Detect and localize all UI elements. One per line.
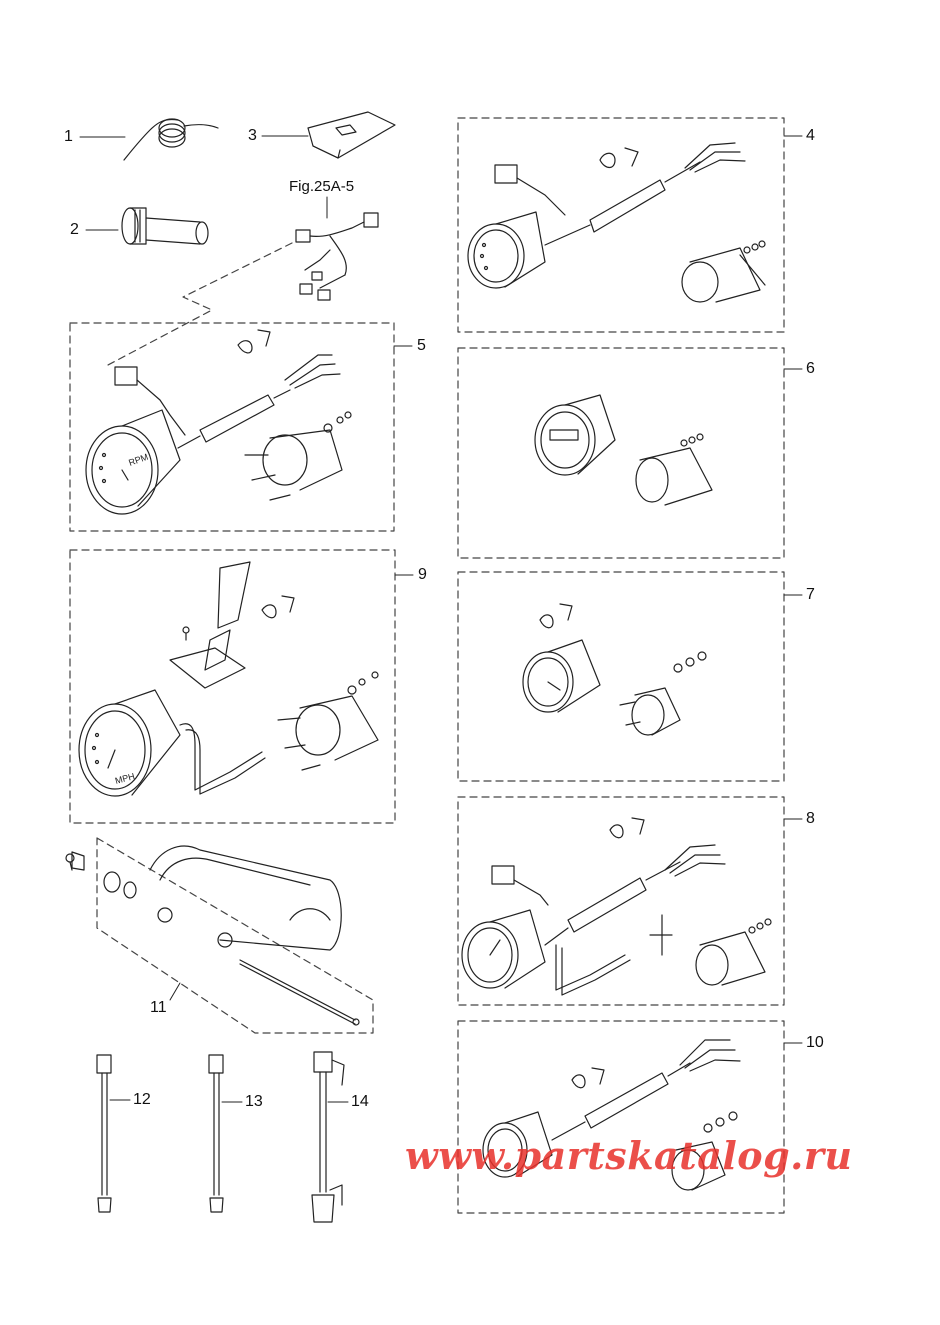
gauge-5-rpm-mark: RPM: [127, 452, 149, 468]
callout-8: 8: [806, 810, 815, 827]
gauge-assembly-6: [534, 394, 713, 506]
callout-14: 14: [351, 1093, 369, 1110]
group-box-5: [69, 322, 395, 532]
leader-lines: [79, 135, 803, 1103]
watermark: www.partskatalog.ru: [405, 1133, 853, 1178]
callout-13: 13: [245, 1093, 263, 1110]
callout-10: 10: [806, 1034, 824, 1051]
figure-reference: Fig.25A-5: [289, 178, 355, 195]
callout-12: 12: [133, 1091, 151, 1108]
guide-line: [107, 242, 293, 366]
gauge-assembly-9: [78, 561, 379, 797]
group-box-6: [457, 347, 785, 559]
lead-14: [311, 1051, 345, 1223]
gauge-assembly-8: [461, 817, 772, 996]
callout-4: 4: [806, 127, 815, 144]
callout-1: 1: [64, 128, 73, 145]
group-box-8: [457, 796, 785, 1006]
callout-2: 2: [70, 221, 79, 238]
group-box-10: [457, 1020, 785, 1214]
group-box-7: [457, 571, 785, 782]
gauge-assembly-10: [482, 1039, 741, 1191]
lead-12: [96, 1054, 112, 1213]
gauge-assembly-4: [467, 142, 766, 303]
gauge-assembly-5: [85, 329, 352, 515]
mounting-kit-11: [65, 845, 360, 1026]
callout-9: 9: [418, 566, 427, 583]
callout-11: 11: [150, 999, 167, 1016]
callout-3: 3: [248, 127, 257, 144]
group-box-9: [69, 549, 396, 824]
sub-harness: [295, 212, 379, 301]
callout-7: 7: [806, 586, 815, 603]
gauge-assembly-7: [522, 603, 707, 736]
group-box-11: [96, 837, 374, 1034]
group-box-4: [457, 117, 785, 333]
callout-5: 5: [417, 337, 426, 354]
callout-6: 6: [806, 360, 815, 377]
cover-pouch: [307, 111, 396, 159]
grommet: [121, 207, 209, 245]
gauge-9-mph-mark: MPH: [114, 771, 136, 786]
lead-13: [208, 1054, 224, 1213]
wire-coil: [123, 118, 219, 161]
